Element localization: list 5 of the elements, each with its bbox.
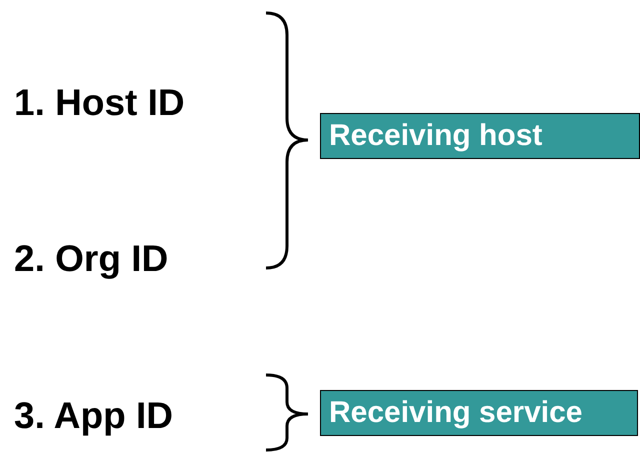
process-box: Receiving host: [320, 113, 640, 159]
id-label: 3. App ID: [14, 397, 173, 434]
id-label: 1. Host ID: [14, 84, 185, 121]
process-box: Receiving service: [320, 390, 638, 436]
id-label: 2. Org ID: [14, 240, 168, 277]
